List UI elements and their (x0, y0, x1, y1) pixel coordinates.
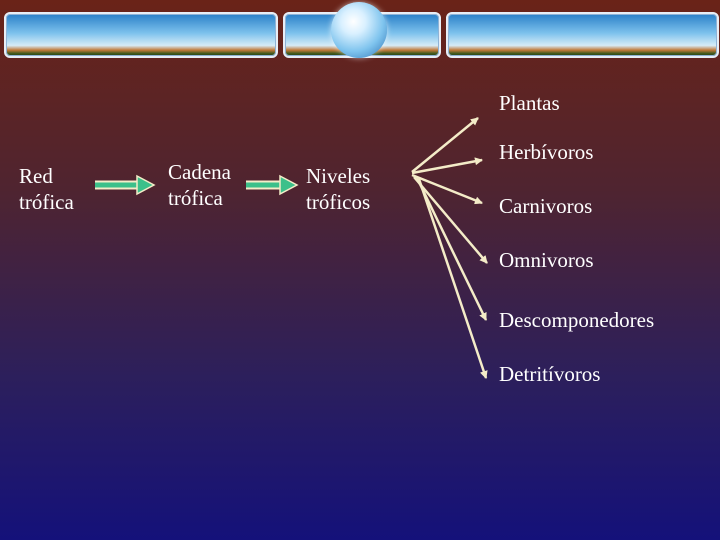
level-descomponedores: Descomponedores (499, 308, 655, 332)
chain-arrow-2 (246, 174, 299, 196)
branch-arrow-omnivoros (413, 176, 488, 264)
node-red-trofica: Red trófica (19, 164, 74, 214)
branch-arrows (411, 117, 488, 379)
branch-arrow-plantas (411, 117, 479, 173)
branch-arrow-herbivoros (411, 157, 483, 175)
node-cadena-trofica: Cadena trófica (168, 160, 231, 210)
header-landscape-banner-left (4, 12, 278, 58)
branch-arrow-descomponedores (415, 177, 488, 321)
node-niveles-troficos: Niveles tróficos (306, 164, 371, 214)
level-omnivoros: Omnivoros (499, 248, 594, 272)
level-plantas: Plantas (499, 91, 560, 115)
level-herbivoros: Herbívoros (499, 140, 594, 164)
header-landscape-banner-right (446, 12, 719, 58)
branch-arrow-carnivoros (411, 173, 483, 205)
level-carnivoros: Carnivoros (499, 194, 593, 218)
chain-arrow-1 (95, 174, 156, 196)
level-detritivoros: Detritívoros (499, 362, 601, 386)
branch-arrow-detritivoros (417, 178, 488, 379)
globe-icon (331, 2, 387, 58)
